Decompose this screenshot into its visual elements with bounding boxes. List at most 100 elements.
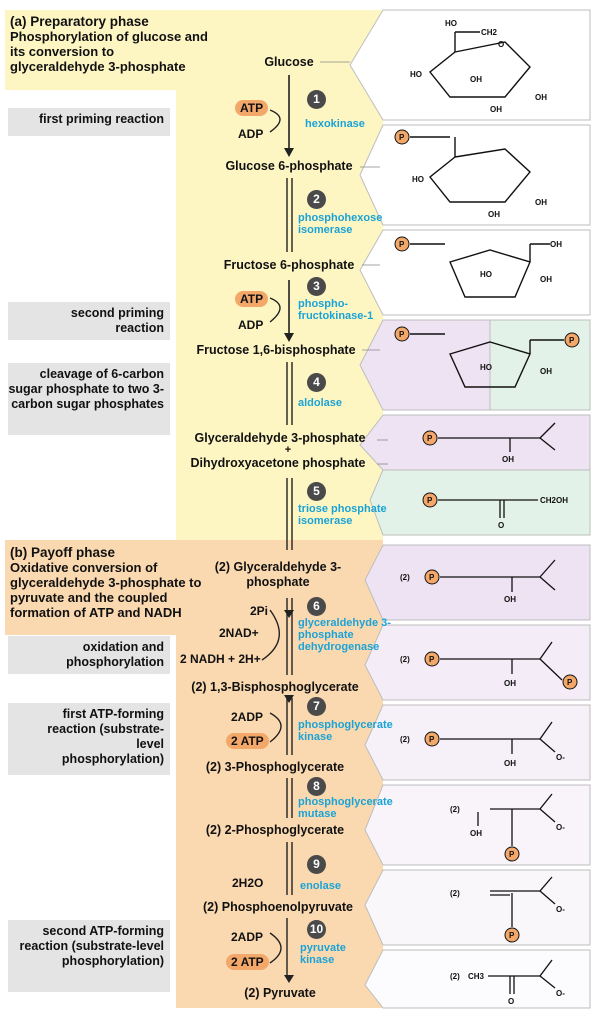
step-1: 1 [307, 90, 326, 109]
cofactor-adp-3: ADP [238, 318, 264, 332]
side-label-oxidation: oxidation and phosphorylation [8, 636, 170, 674]
payoff-phase-desc: Oxidative conversion of glyceraldehyde 3… [10, 560, 202, 620]
enzyme-pyruvate-kinase: pyruvate kinase [300, 942, 346, 966]
preparatory-region [176, 10, 383, 540]
structure-fructose-6-phosphate: P OH OH HO [394, 236, 562, 298]
ho-label: HO [480, 363, 492, 372]
ch3-label: CH3 [468, 972, 485, 981]
enzyme-phosphohexose-isomerase: phosphohexose isomerase [298, 212, 383, 236]
structure-phosphoenolpyruvate: (2) P O- [450, 876, 565, 943]
o-label: O [498, 521, 504, 530]
two-label: (2) [400, 573, 410, 582]
structure-2-phosphoglycerate: (2) OH P O- [450, 793, 565, 862]
metabolite-1-3-bisphosphoglycerate: (2) 1,3-Bisphosphoglycerate [191, 680, 359, 694]
phosphate-p: P [429, 655, 435, 664]
phosphate-p: P [399, 133, 405, 142]
payoff-phase-header: (b) Payoff phase Oxidative conversion of… [10, 545, 210, 620]
cofactor-2nadh: 2 NADH + 2H+ [180, 652, 261, 666]
ch2oh-label: CH2OH [540, 496, 568, 505]
o-minus-label: O- [556, 823, 565, 832]
two-label: (2) [450, 972, 460, 981]
cofactor-2adp-7: 2ADP [231, 710, 264, 724]
step-9: 9 [307, 855, 326, 874]
step-6: 6 [307, 597, 326, 616]
c4-ho: HO [410, 70, 422, 79]
metabolite-2-phosphoglycerate: (2) 2-Phosphoglycerate [205, 823, 345, 837]
step-10: 10 [307, 920, 326, 939]
structure-glucose-6-phosphate: P HO OH OH [394, 129, 547, 219]
structure-fructose-1-6-bisphosphate: P P OH HO [394, 326, 580, 388]
c6-ho: HO [445, 19, 457, 28]
c1-oh: OH [535, 93, 547, 102]
oh-label: OH [504, 759, 516, 768]
two-label: (2) [450, 889, 460, 898]
preparatory-phase-desc: Phosphorylation of glucose and its conve… [10, 29, 208, 74]
phosphate-p-1: P [569, 336, 575, 345]
o-minus-label: O- [556, 905, 565, 914]
enzyme-gapdh: glyceraldehyde 3-phosphate dehydrogenase [298, 617, 391, 653]
two-label: (2) [400, 655, 410, 664]
enzyme-phosphoglycerate-mutase: phosphoglycerate mutase [298, 796, 393, 820]
oh-label: OH [540, 275, 552, 284]
oh-label: OH [504, 595, 516, 604]
structure-pyruvate: (2) CH3 O O- [450, 959, 565, 1006]
o-minus-label: O- [556, 753, 565, 762]
cofactor-2adp-10: 2ADP [231, 930, 264, 944]
phosphate-p: P [429, 735, 435, 744]
structure-dihydroxyacetone-phosphate: P CH2OH O [422, 492, 568, 530]
step-4: 4 [307, 373, 326, 392]
side-label-second-atp: second ATP-forming reaction (substrate-l… [8, 920, 170, 992]
cofactor-2h2o: 2H2O [232, 876, 264, 890]
enzyme-hexokinase: hexokinase [305, 118, 365, 130]
step-8: 8 [307, 777, 326, 796]
step-2: 2 [307, 190, 326, 209]
ho-label: HO [412, 175, 424, 184]
ch2oh-label: OH [550, 240, 562, 249]
metabolite-phosphoenolpyruvate: (2) Phosphoenolpyruvate [202, 900, 354, 914]
metabolite-fructose-6-phosphate: Fructose 6-phosphate [223, 258, 355, 272]
step-7: 7 [307, 697, 326, 716]
payoff-region [176, 540, 383, 1008]
phosphate-p: P [427, 496, 433, 505]
c3-oh: OH [470, 75, 482, 84]
phosphate-p: P [509, 850, 515, 859]
enzyme-triose-phosphate-isomerase: triose phosphate isomerase [298, 503, 387, 527]
side-label-cleavage: cleavage of 6-carbon sugar phosphate to … [8, 363, 170, 435]
c6-ch2: CH2 [481, 28, 498, 37]
structure-glucose: O HO CH2 HO OH OH OH [410, 19, 547, 114]
enzyme-enolase: enolase [300, 880, 341, 892]
enzyme-phosphoglycerate-kinase: phosphoglycerate kinase [298, 719, 393, 743]
metabolite-glucose: Glucose [264, 55, 314, 69]
metabolite-glyceraldehyde-3-phosphate: Glyceraldehyde 3-phosphate [194, 431, 366, 445]
metabolite-dihydroxyacetone-phosphate: Dihydroxyacetone phosphate [190, 456, 366, 470]
preparatory-phase-title: (a) Preparatory phase [10, 14, 149, 29]
phosphate-p-6: P [399, 330, 405, 339]
cofactor-atp-1: ATP [235, 100, 269, 116]
structure-3-phosphoglycerate: (2) P OH O- [400, 721, 565, 768]
side-label-first-priming: first priming reaction [8, 108, 170, 136]
metabolite-3-phosphoglycerate: (2) 3-Phosphoglycerate [205, 760, 345, 774]
oh-label: OH [470, 829, 482, 838]
ring-o: O [498, 40, 504, 49]
phosphate-p: P [399, 240, 405, 249]
c2-oh: OH [490, 105, 502, 114]
metabolite-plus: + [284, 444, 292, 456]
step-5: 5 [307, 482, 326, 501]
preparatory-phase-header: (a) Preparatory phase Phosphorylation of… [10, 14, 210, 74]
metabolite-glucose-6-phosphate: Glucose 6-phosphate [225, 159, 353, 173]
metabolite-pyruvate: (2) Pyruvate [244, 986, 316, 1000]
phosphate-p: P [509, 931, 515, 940]
cofactor-2nad: 2NAD+ [219, 626, 259, 640]
structure-1-3-bisphosphoglycerate: (2) P P OH [400, 641, 578, 690]
enzyme-aldolase: aldolase [298, 397, 343, 409]
phosphate-p: P [427, 434, 433, 443]
o-label: O [508, 997, 514, 1006]
cofactor-atp-3: ATP [235, 291, 269, 307]
structure-glyceraldehyde-3-phosphate: P OH [422, 422, 556, 464]
cofactor-2atp-7: 2 ATP [226, 733, 269, 749]
metabolite-glyceraldehyde-3-phosphate-2: (2) Glyceraldehyde 3-phosphate [214, 560, 342, 589]
two-label: (2) [450, 805, 460, 814]
oh-label: OH [502, 455, 514, 464]
phosphate-p-2: P [567, 678, 573, 687]
